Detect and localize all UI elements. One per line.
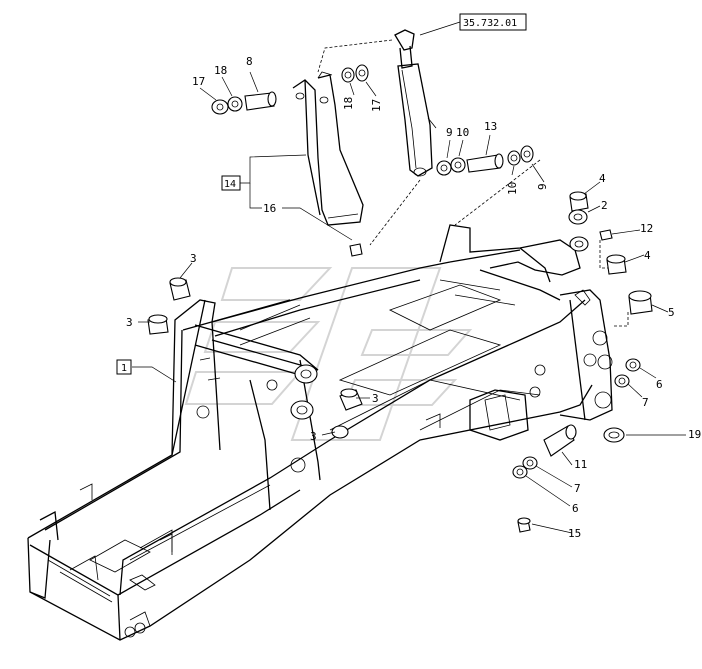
callout-10: 10 <box>506 182 519 195</box>
callout-1: 1 <box>121 363 127 374</box>
callout-3: 3 <box>126 316 133 329</box>
leader-lines <box>132 21 686 534</box>
frame-bushings <box>147 277 363 439</box>
callout-labels: 35.732.01 14 1 3 3 3 3 4 2 12 4 5 6 7 19… <box>116 13 701 540</box>
callout-5: 5 <box>668 306 675 319</box>
callout-3: 3 <box>310 430 317 443</box>
rear-parts <box>512 191 653 533</box>
callout-3: 3 <box>190 252 197 265</box>
callout-11: 11 <box>574 458 587 471</box>
hydraulic-cylinder <box>394 29 437 177</box>
callout-16: 16 <box>263 202 276 215</box>
callout-10: 10 <box>456 126 469 139</box>
callout-4: 4 <box>599 172 606 185</box>
callout-13: 13 <box>484 120 497 133</box>
callout-18: 18 <box>342 97 355 110</box>
callout-17: 17 <box>192 75 205 88</box>
right-pin-set <box>436 145 534 176</box>
callout-15: 15 <box>568 527 581 540</box>
callout-9: 9 <box>446 126 453 139</box>
ref-label: 35.732.01 <box>463 18 517 29</box>
callout-6: 6 <box>572 502 579 515</box>
callout-box-1 <box>116 359 132 375</box>
callout-18: 18 <box>214 64 227 77</box>
callout-3: 3 <box>372 392 379 405</box>
callout-12: 12 <box>640 222 653 235</box>
callout-6: 6 <box>656 378 663 391</box>
watermark-logo <box>184 267 473 441</box>
callout-14: 14 <box>224 179 236 190</box>
link-arm <box>292 71 364 257</box>
callout-7: 7 <box>642 396 649 409</box>
callout-7: 7 <box>574 482 581 495</box>
callout-17: 17 <box>370 99 383 112</box>
main-frame <box>27 224 613 641</box>
callout-8: 8 <box>246 55 253 68</box>
callout-19: 19 <box>688 428 701 441</box>
callout-box-ref <box>459 13 527 31</box>
callout-2: 2 <box>601 199 608 212</box>
left-pin-set <box>211 64 369 115</box>
callout-box-14 <box>221 175 241 191</box>
callout-4: 4 <box>644 249 651 262</box>
callout-9: 9 <box>536 183 549 190</box>
